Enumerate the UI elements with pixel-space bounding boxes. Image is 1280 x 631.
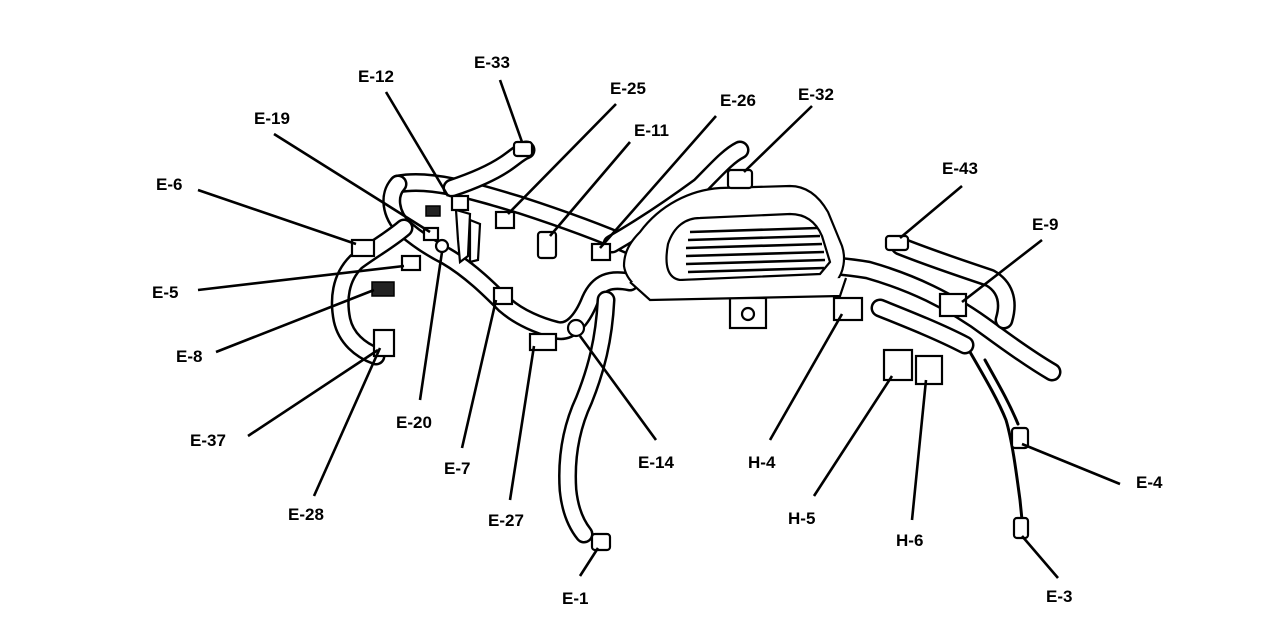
mount-bolt [740,306,756,322]
connector-E-7 [492,286,514,306]
connector-E-3 [1012,516,1030,540]
connector-E-25 [494,210,516,230]
connector-E-1 [590,532,612,552]
label-E-3: E-3 [1046,587,1072,606]
leader-lines [197,79,1121,579]
connector-E-11 [536,230,558,260]
connector-E-12 [425,205,441,217]
connector-H-4 [832,296,864,322]
label-E-28: E-28 [288,505,324,524]
control-module-box [622,184,848,330]
label-H-6: H-6 [896,531,923,550]
label-E-43: E-43 [942,159,978,178]
label-E-8: E-8 [176,347,202,366]
connector-E-8 [371,281,395,297]
label-E-6: E-6 [156,175,182,194]
box-grille [685,226,826,274]
label-E-11: E-11 [634,121,669,140]
label-E-7: E-7 [444,459,470,478]
connector-E-5 [400,254,422,272]
label-E-32: E-32 [798,85,834,104]
connector-E-43 [884,234,910,252]
label-E-9: E-9 [1032,215,1058,234]
label-E-27: E-27 [488,511,524,530]
connector-E-20 [434,238,450,254]
label-E-1: E-1 [562,589,588,608]
connectors [350,140,1030,552]
label-E-37: E-37 [190,431,226,450]
label-E-5: E-5 [152,283,178,302]
label-E-14: E-14 [638,453,674,472]
connector-E-6 [350,238,376,258]
connector-E-4 [1010,426,1030,450]
connector-E-33 [512,140,534,158]
connector-E-27 [528,332,558,352]
connector-H-5 [882,348,914,382]
label-E-4: E-4 [1136,473,1163,492]
harness-trunks [330,140,1062,544]
label-E-19: E-19 [254,109,290,128]
connector-E-12-body [450,194,470,212]
label-H-5: H-5 [788,509,815,528]
label-E-20: E-20 [396,413,432,432]
label-H-4: H-4 [748,453,776,472]
harness-brackets [454,208,482,265]
label-E-12: E-12 [358,67,394,86]
labels: E-33 E-12 E-25 E-26 E-32 E-19 E-11 E-6 E… [152,53,1163,608]
connector-E-14 [566,318,586,338]
connector-E-32 [726,168,754,190]
connector-E-9 [938,292,968,318]
connector-H-6 [914,354,944,386]
label-E-26: E-26 [720,91,756,110]
label-E-33: E-33 [474,53,510,72]
label-E-25: E-25 [610,79,646,98]
connector-E-26 [590,242,612,262]
